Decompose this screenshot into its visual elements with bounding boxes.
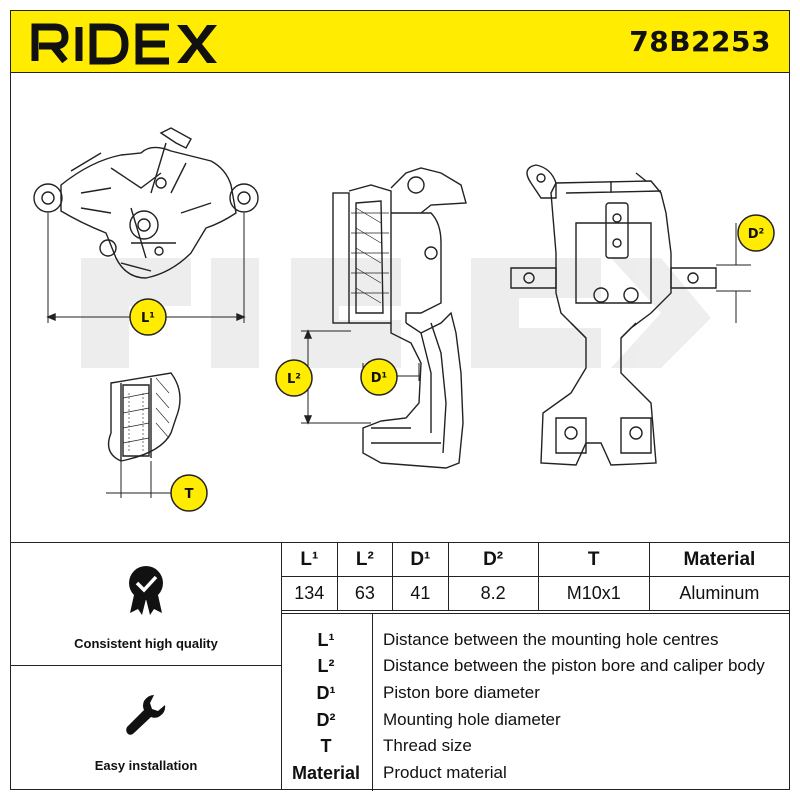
legend-key: Material (291, 763, 361, 783)
ridex-watermark-icon (81, 258, 711, 368)
spec-value-row: 134 63 41 8.2 M10x1 Aluminum (281, 576, 789, 611)
spec-section: Consistent high quality Easy installatio… (11, 542, 789, 791)
caliper-rear-view (510, 164, 717, 466)
badge-l1-label: L¹ (141, 311, 155, 326)
legend-desc: Product material (383, 763, 507, 782)
technical-drawing: L¹ L² D¹ D² T (11, 73, 789, 543)
caliper-front-view (33, 127, 259, 279)
legend-key: L¹ (317, 630, 335, 650)
legend-row: D¹ Piston bore diameter (281, 683, 789, 709)
spec-value-d1: 41 (392, 576, 449, 611)
spec-header-material: Material (648, 543, 789, 577)
spec-header-d1: D¹ (392, 543, 449, 577)
part-number: 78B2253 (629, 25, 771, 58)
badge-d1-label: D¹ (371, 371, 388, 386)
legend-row: L¹ Distance between the mounting hole ce… (281, 630, 789, 656)
feature-installation (11, 693, 281, 742)
legend-desc: Thread size (383, 736, 472, 755)
legend-row: Material Product material (281, 763, 789, 789)
feature-panel: Consistent high quality Easy installatio… (11, 543, 282, 790)
product-sheet: 78B2253 (10, 10, 790, 791)
legend-desc: Piston bore diameter (383, 683, 540, 702)
thread-section-view (107, 372, 181, 462)
legend-desc: Mounting hole diameter (383, 710, 561, 729)
spec-header-row: L¹ L² D¹ D² T Material (281, 543, 789, 577)
spec-header-l2: L² (336, 543, 394, 577)
legend-row: D² Mounting hole diameter (281, 710, 789, 736)
legend-key: D¹ (316, 683, 336, 703)
spec-table: L¹ L² D¹ D² T Material 134 63 41 8.2 M10… (281, 543, 789, 611)
spec-value-t: M10x1 (537, 576, 650, 611)
spec-header-d2: D² (447, 543, 539, 577)
badge-d1: D¹ (360, 358, 398, 396)
badge-l2-label: L² (287, 372, 301, 387)
spec-value-d2: 8.2 (447, 576, 539, 611)
legend-key: L² (317, 656, 335, 676)
legend-panel: L¹ Distance between the mounting hole ce… (281, 613, 789, 791)
badge-t: T (170, 474, 208, 512)
caliper-side-view (332, 167, 467, 469)
spec-header-l1: L¹ (281, 543, 338, 577)
legend-row: T Thread size (281, 736, 789, 762)
spec-value-l2: 63 (336, 576, 394, 611)
legend-row: L² Distance between the piston bore and … (281, 656, 789, 682)
badge-t-label: T (185, 487, 194, 502)
legend-key: T (320, 736, 332, 756)
brand-logo (29, 17, 219, 72)
legend-separator (372, 614, 373, 791)
dimension-badges: L¹ L² D¹ D² T (129, 214, 775, 512)
feature-divider (11, 665, 281, 666)
legend-key: D² (316, 710, 336, 730)
spec-value-l1: 134 (281, 576, 338, 611)
badge-d2-label: D² (748, 227, 765, 242)
feature-quality-label: Consistent high quality (74, 636, 218, 651)
ridex-logo-icon (31, 23, 217, 65)
caliper-drawing: L¹ L² D¹ D² T (33, 127, 775, 512)
feature-installation-label: Easy installation (94, 758, 198, 773)
legend-desc: Distance between the mounting hole centr… (383, 630, 719, 649)
feature-quality (11, 565, 281, 620)
header-bar: 78B2253 (11, 11, 789, 73)
wrench-icon (126, 695, 166, 735)
quality-check-icon (129, 566, 163, 615)
spec-header-t: T (537, 543, 650, 577)
spec-value-material: Aluminum (648, 576, 789, 611)
badge-l2: L² (275, 359, 313, 397)
legend-desc: Distance between the piston bore and cal… (383, 656, 765, 675)
badge-l1: L¹ (129, 298, 167, 336)
badge-d2: D² (737, 214, 775, 252)
